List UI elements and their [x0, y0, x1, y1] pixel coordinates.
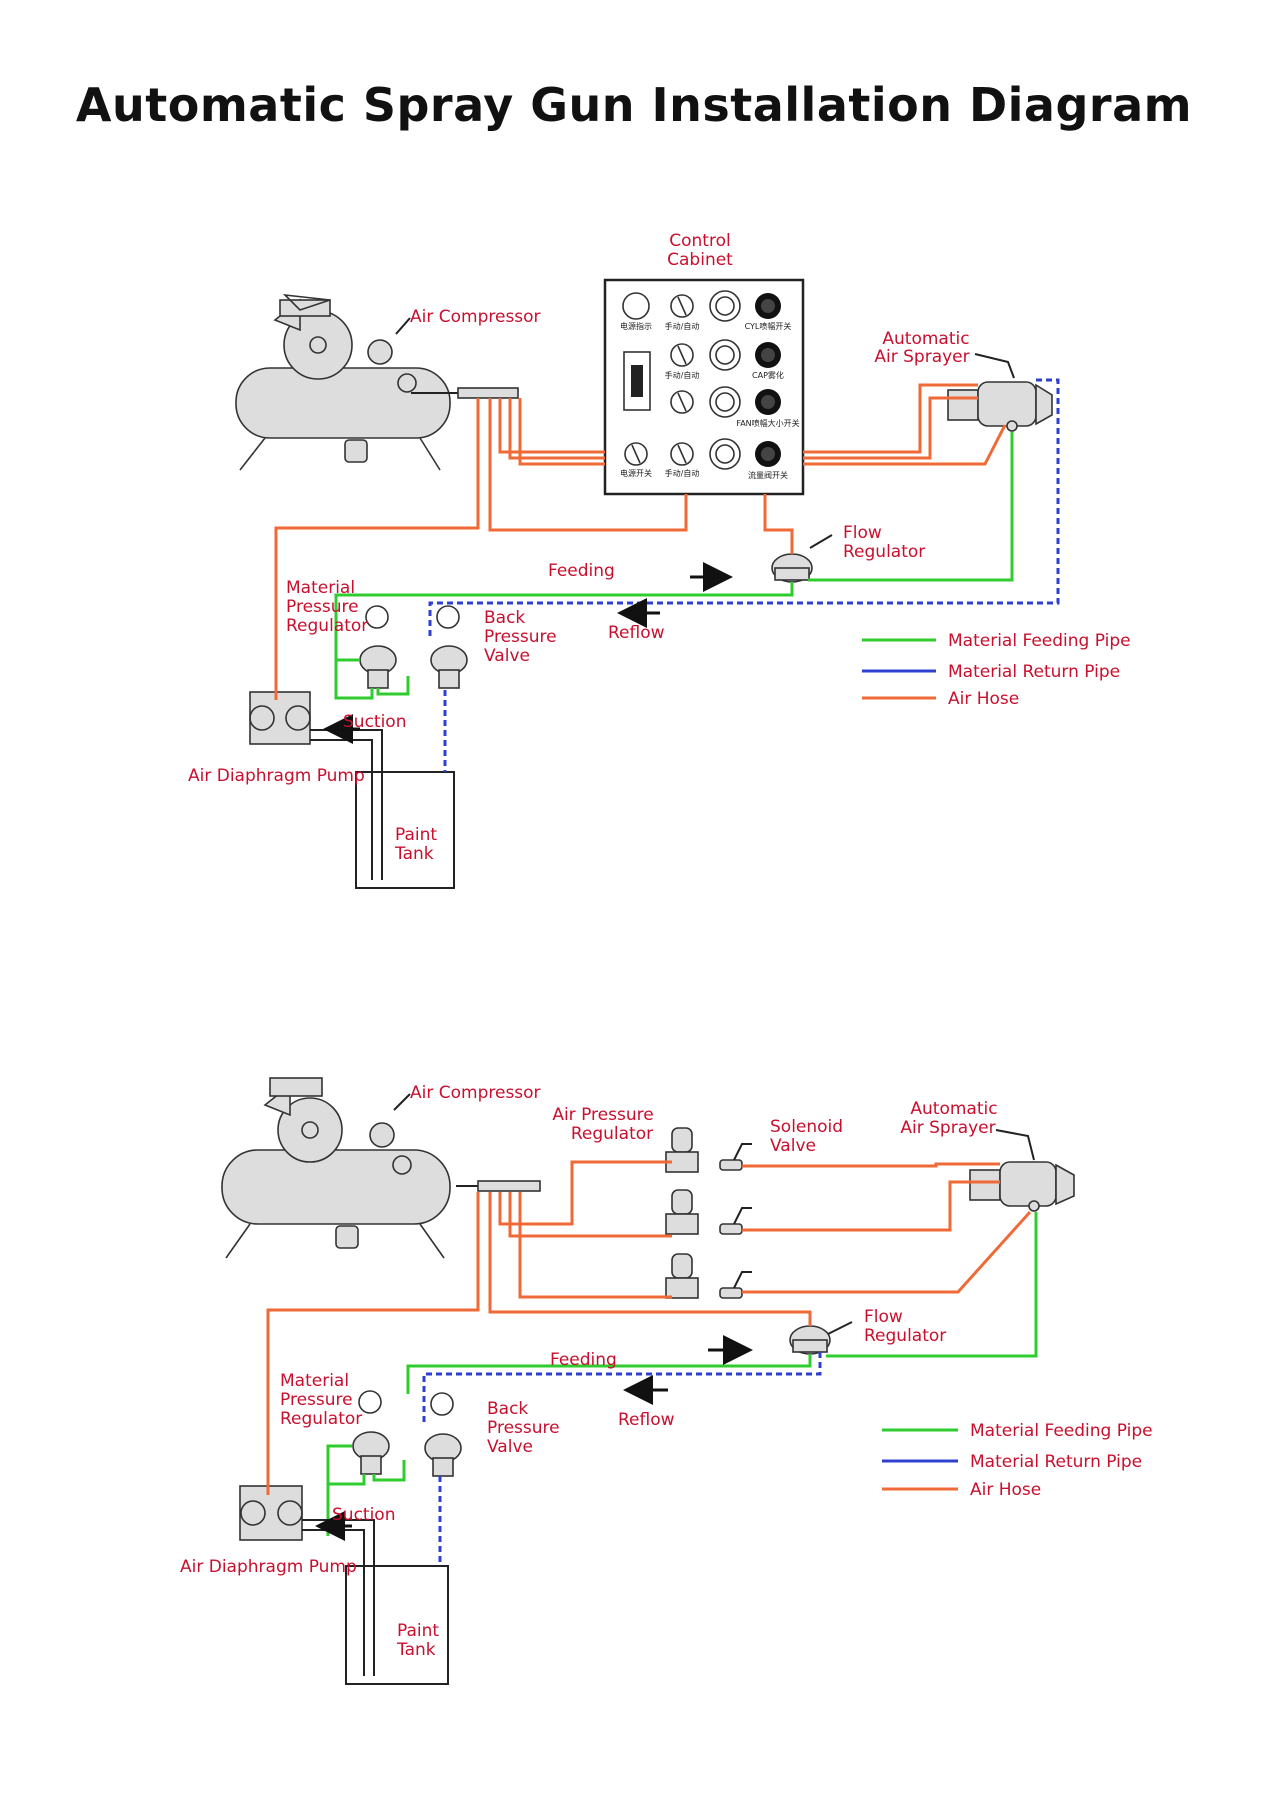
label-material-pressure-regulator: Pressure: [286, 597, 359, 617]
diagram-1: 电源指示 手动/自动 CYL喷幅开关 手动/自动 CAP雾化 FAN喷幅大小开关…: [188, 231, 1131, 889]
automatic-air-sprayer: [969, 1161, 1075, 1212]
legend-air-hose: Air Hose: [948, 689, 1019, 709]
solenoid-valve: [719, 1143, 752, 1299]
legend-air-hose: Air Hose: [970, 1480, 1041, 1500]
material-return-pipe: [422, 1352, 822, 1566]
label-feeding: Feeding: [548, 561, 615, 581]
air-pressure-regulator: [665, 1127, 699, 1299]
pointer-line: [393, 1093, 411, 1111]
back-pressure-valve: [430, 605, 468, 689]
label-back-pressure-valve: Pressure: [484, 627, 557, 647]
label-paint-tank: Tank: [394, 844, 434, 864]
cabinet-label: FAN喷幅大小开关: [736, 418, 799, 428]
cabinet-label: 手动/自动: [665, 468, 700, 478]
automatic-air-sprayer: [947, 381, 1053, 432]
suction-pipe: [302, 1519, 375, 1676]
label-solenoid-valve: Valve: [770, 1136, 816, 1156]
flow-regulator: [771, 553, 813, 583]
pointer-line: [995, 1129, 1035, 1161]
cabinet-label: 手动/自动: [665, 370, 700, 380]
label-reflow: Reflow: [618, 1410, 675, 1430]
pointer-line: [974, 353, 1015, 379]
label-paint-tank: Paint: [397, 1621, 439, 1641]
label-material-pressure-regulator: Regulator: [286, 616, 368, 636]
pointer-line: [395, 317, 411, 335]
label-flow-regulator: Flow: [864, 1307, 903, 1327]
back-pressure-valve: [424, 1392, 462, 1477]
material-return-pipe: [428, 378, 1060, 772]
label-flow-regulator: Regulator: [843, 542, 925, 562]
pointer-line: [827, 1321, 853, 1335]
label-air-compressor: Air Compressor: [410, 1083, 541, 1103]
label-air-diaphragm-pump: Air Diaphragm Pump: [180, 1557, 357, 1577]
label-air-compressor: Air Compressor: [410, 307, 541, 327]
label-back-pressure-valve: Valve: [487, 1437, 533, 1457]
legend: Material Feeding Pipe Material Return Pi…: [882, 1421, 1153, 1500]
label-back-pressure-valve: Back: [484, 608, 525, 628]
label-material-pressure-regulator: Regulator: [280, 1409, 362, 1429]
suction-pipe: [310, 729, 383, 880]
material-feeding-pipe: [334, 432, 1014, 700]
label-air-pressure-regulator: Air Pressure: [552, 1105, 653, 1125]
legend-feeding-pipe: Material Feeding Pipe: [948, 631, 1131, 651]
air-hoses: [266, 1160, 1032, 1495]
label-paint-tank: Paint: [395, 825, 437, 845]
flow-regulator: [789, 1325, 831, 1355]
label-control-cabinet: Cabinet: [667, 250, 733, 270]
label-paint-tank: Tank: [396, 1640, 436, 1660]
legend: Material Feeding Pipe Material Return Pi…: [862, 631, 1131, 709]
label-automatic-air-sprayer: Air Sprayer: [874, 347, 969, 367]
cabinet-label: 电源指示: [620, 321, 652, 331]
label-material-pressure-regulator: Material: [286, 578, 355, 598]
label-material-pressure-regulator: Material: [280, 1371, 349, 1391]
label-automatic-air-sprayer: Automatic: [882, 329, 969, 349]
label-material-pressure-regulator: Pressure: [280, 1390, 353, 1410]
pointer-line: [809, 534, 833, 549]
air-compressor: [221, 1077, 541, 1259]
label-back-pressure-valve: Back: [487, 1399, 528, 1419]
legend-return-pipe: Material Return Pipe: [948, 662, 1120, 682]
label-automatic-air-sprayer: Air Sprayer: [900, 1118, 995, 1138]
label-control-cabinet: Control: [669, 231, 730, 251]
air-diaphragm-pump: [239, 1485, 303, 1541]
label-flow-regulator: Flow: [843, 523, 882, 543]
cabinet-label: 流量阀开关: [748, 470, 788, 480]
air-diaphragm-pump: [249, 691, 311, 745]
label-feeding: Feeding: [550, 1350, 617, 1370]
control-cabinet: 电源指示 手动/自动 CYL喷幅开关 手动/自动 CAP雾化 FAN喷幅大小开关…: [603, 278, 805, 496]
material-pressure-regulator: [352, 1390, 390, 1475]
diagram-2: Air Compressor Air Pressure Regulator So…: [180, 1077, 1153, 1685]
air-hoses: [274, 383, 1007, 700]
cabinet-label: 手动/自动: [665, 321, 700, 331]
label-automatic-air-sprayer: Automatic: [910, 1099, 997, 1119]
label-suction: Suction: [332, 1505, 395, 1525]
label-air-diaphragm-pump: Air Diaphragm Pump: [188, 766, 365, 786]
label-back-pressure-valve: Pressure: [487, 1418, 560, 1438]
label-suction: Suction: [343, 712, 406, 732]
cabinet-label: CAP雾化: [752, 370, 784, 380]
air-compressor: [235, 293, 519, 471]
cabinet-label: 电源开关: [620, 468, 652, 478]
label-reflow: Reflow: [608, 623, 665, 643]
label-back-pressure-valve: Valve: [484, 646, 530, 666]
cabinet-label: CYL喷幅开关: [745, 321, 792, 331]
legend-feeding-pipe: Material Feeding Pipe: [970, 1421, 1153, 1441]
label-solenoid-valve: Solenoid: [770, 1117, 843, 1137]
label-flow-regulator: Regulator: [864, 1326, 946, 1346]
page-title: Automatic Spray Gun Installation Diagram: [75, 78, 1193, 132]
legend-return-pipe: Material Return Pipe: [970, 1452, 1142, 1472]
label-air-pressure-regulator: Regulator: [571, 1124, 653, 1144]
material-feeding-pipe: [326, 1212, 1038, 1536]
